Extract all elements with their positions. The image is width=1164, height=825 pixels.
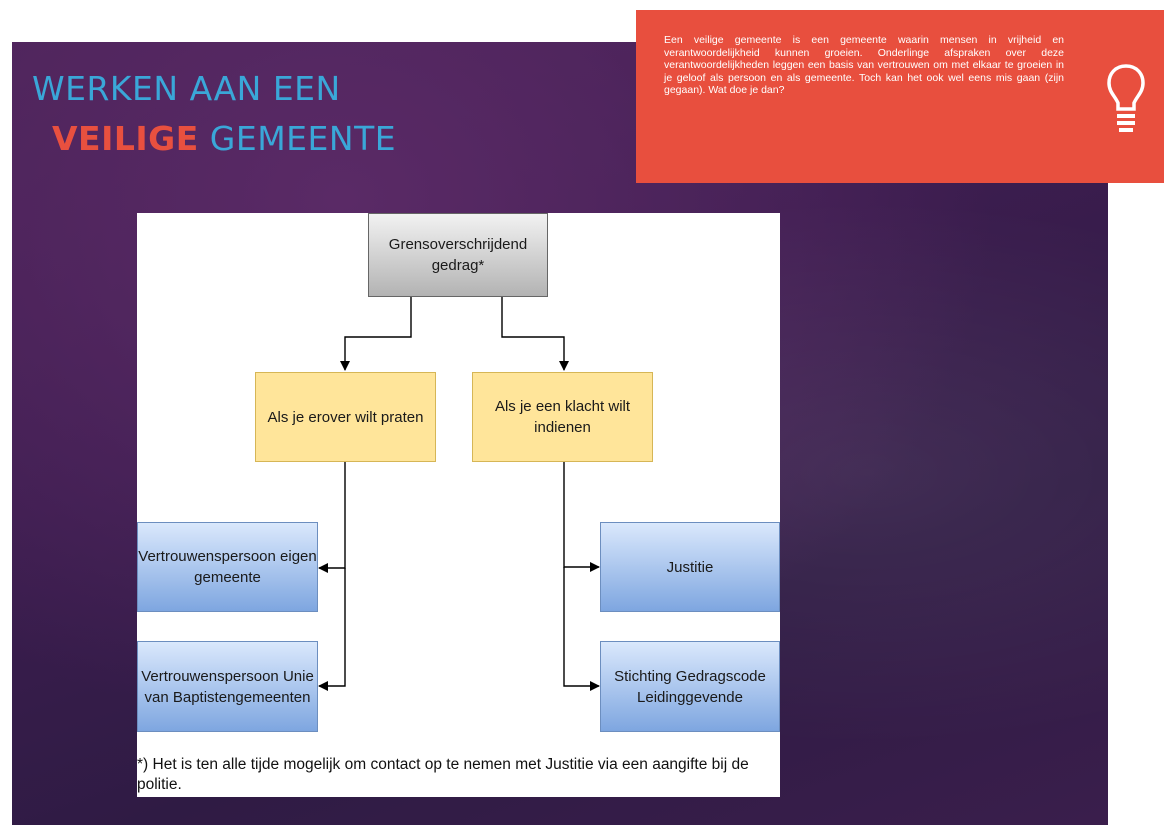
connector-root-right — [501, 297, 569, 371]
connector-root-left — [340, 297, 412, 371]
node-erover-praten: Als je erover wilt praten — [255, 372, 436, 462]
node-vertrouwenspersoon-gemeente: Vertrouwenspersoon eigen gemeente — [137, 522, 318, 612]
title-rest: GEMEENTE — [198, 119, 397, 158]
node-justitie: Justitie — [600, 522, 780, 612]
connector-right-1 — [563, 462, 600, 572]
connector-right-2 — [563, 567, 600, 691]
tip-text: Een veilige gemeente is een gemeente waa… — [664, 34, 1064, 96]
connector-left-1 — [318, 462, 346, 573]
lightbulb-icon — [1107, 64, 1145, 132]
flowchart-panel: Grensoverschrijdend gedrag* Als je erove… — [137, 213, 780, 797]
flowchart-connectors — [318, 297, 600, 691]
node-vertrouwenspersoon-unie: Vertrouwenspersoon Unie van Baptistengem… — [137, 641, 318, 732]
connector-left-2 — [318, 568, 346, 691]
tip-callout: Een veilige gemeente is een gemeente waa… — [636, 10, 1164, 183]
slide-title: WERKEN AAN EEN VEILIGE GEMEENTE — [32, 64, 396, 164]
node-stichting-gedragscode: Stichting Gedragscode Leidinggevende — [600, 641, 780, 732]
title-accent-word: VEILIGE — [52, 119, 199, 158]
footnote: *) Het is ten alle tijde mogelijk om con… — [137, 756, 749, 793]
title-line-2: VEILIGE GEMEENTE — [32, 114, 396, 164]
node-klacht-indienen: Als je een klacht wilt indienen — [472, 372, 653, 462]
node-grensoverschrijdend-gedrag: Grensoverschrijdend gedrag* — [368, 213, 548, 297]
title-line-1: WERKEN AAN EEN — [32, 69, 341, 108]
